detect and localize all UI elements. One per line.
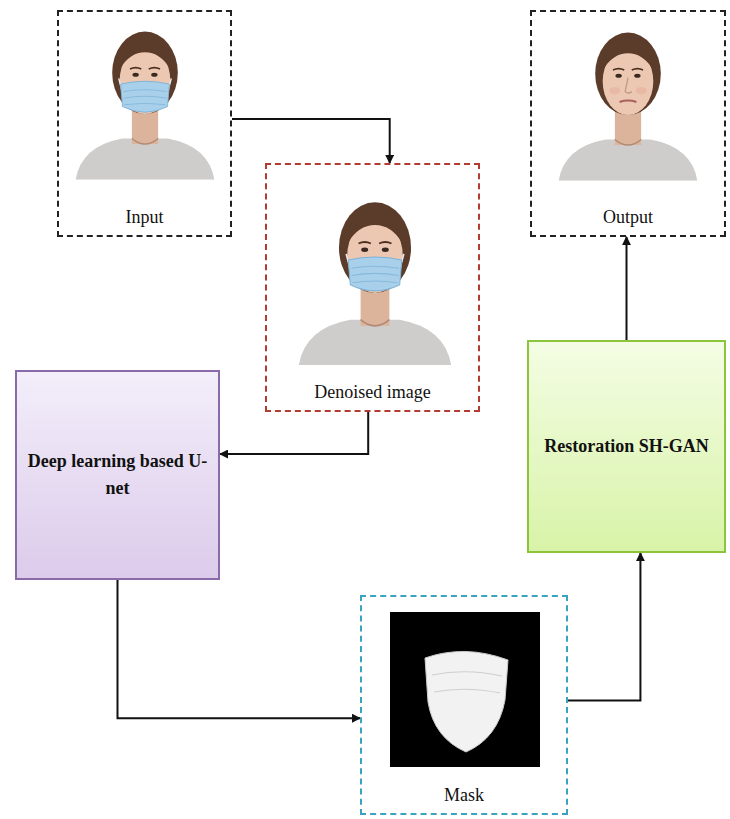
mask-pleats	[432, 672, 502, 693]
image-caption: Input	[124, 207, 166, 229]
flow-arrow	[220, 412, 368, 454]
input-photo	[70, 20, 220, 179]
mask-shape	[425, 651, 508, 752]
image-caption: Output	[601, 207, 655, 229]
mask-box: Mask	[360, 595, 568, 815]
mask-image	[390, 612, 540, 767]
flow-arrow	[568, 553, 640, 701]
image-caption: Denoised image	[312, 382, 432, 404]
unet-box: Deep learning based U-net	[15, 370, 220, 580]
flow-arrow	[118, 580, 361, 718]
process-label: Deep learning based U-net	[27, 448, 208, 502]
input-box: Input	[57, 10, 232, 237]
process-label: Restoration SH-GAN	[544, 433, 709, 460]
output-box: Output	[530, 10, 726, 237]
flow-arrow	[232, 119, 390, 163]
denoised-box: Denoised image	[265, 163, 480, 412]
denoised-photo	[293, 190, 458, 365]
image-caption: Mask	[442, 785, 486, 807]
shgan-box: Restoration SH-GAN	[527, 340, 726, 553]
output-photo	[553, 21, 703, 180]
flow-arrow	[626, 237, 628, 340]
